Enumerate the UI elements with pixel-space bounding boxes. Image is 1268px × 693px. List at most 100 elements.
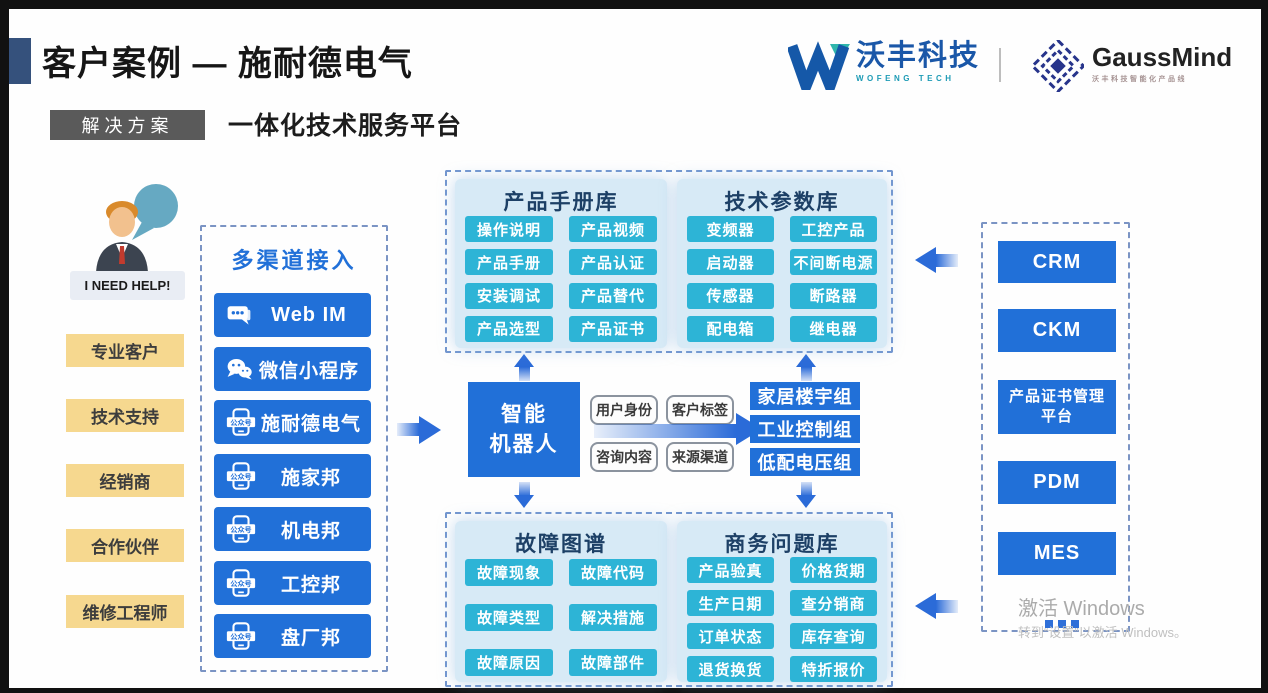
fault-item: 故障代码: [569, 559, 657, 586]
business-item: 订单状态: [687, 623, 774, 649]
windows-activation-watermark-sub: 转到“设置”以激活 Windows。: [1018, 625, 1188, 640]
business-item: 查分销商: [790, 590, 877, 616]
page-title: 客户案例 — 施耐德电气: [42, 45, 413, 83]
role-item: 经销商: [66, 464, 184, 497]
robot-label-line2: 机器人: [489, 432, 559, 456]
windows-activation-watermark: 激活 Windows: [1018, 598, 1145, 620]
svg-text:公众号: 公众号: [230, 525, 251, 534]
frame-bar-bottom: [0, 688, 1268, 693]
logo-divider: [999, 48, 1001, 82]
channel-label: 施耐德电气: [260, 413, 361, 435]
channels-title: 多渠道接入: [231, 248, 357, 273]
arrow-systems-bottom-tail: [936, 600, 958, 613]
systems-panel: CRM CKM 产品证书管理平台 PDM MES: [981, 222, 1130, 632]
tag-customer-label: 客户标签: [666, 395, 734, 425]
channel-wechat-miniprogram: 微信小程序: [214, 347, 371, 391]
wechat-icon: [227, 358, 252, 380]
panel-title: 商务问题库: [724, 533, 840, 556]
tag-source-channel: 来源渠道: [666, 442, 734, 472]
role-item: 专业客户: [66, 334, 184, 367]
svg-text:公众号: 公众号: [230, 632, 251, 641]
tag-consult-content: 咨询内容: [590, 442, 658, 472]
manual-item: 安装调试: [465, 282, 553, 309]
gaussmind-logo: GaussMind 沃丰科技智能化产品线: [1092, 44, 1232, 84]
title-accent-square: [9, 38, 31, 84]
wofeng-w-icon: [788, 41, 850, 90]
channel-label: 施家邦: [280, 467, 341, 489]
wofeng-logo-subtext: WOFENG TECH: [856, 74, 955, 83]
arrow-routing-tail: [594, 424, 736, 438]
panel-title: 故障图谱: [515, 533, 607, 556]
gaussmind-diamond-icon: [1032, 40, 1084, 92]
official-account-icon: 公众号: [226, 569, 256, 597]
svg-text:公众号: 公众号: [230, 418, 251, 427]
fault-item: 故障原因: [465, 649, 553, 676]
frame-bar-left: [0, 0, 9, 693]
manual-item: 产品视频: [569, 216, 657, 242]
channel-label: 工控邦: [280, 574, 341, 596]
business-item: 生产日期: [687, 590, 774, 616]
channel-jidianbang: 公众号 机电邦: [214, 507, 371, 551]
channel-schneider: 公众号 施耐德电气: [214, 400, 371, 444]
param-item: 传感器: [687, 282, 774, 309]
role-item: 维修工程师: [66, 595, 184, 628]
param-item: 变频器: [687, 216, 774, 242]
panel-title: 技术参数库: [724, 191, 840, 214]
role-item: 技术支持: [66, 399, 184, 432]
solution-title: 一体化技术服务平台: [228, 112, 463, 140]
system-crm: CRM: [998, 241, 1116, 283]
fault-map-panel: 故障图谱 故障现象 故障代码 故障类型 解决措施 故障原因 故障部件: [455, 521, 667, 682]
help-label: I NEED HELP!: [70, 271, 185, 300]
channels-panel: 多渠道接入 Web IM 微信小程序: [200, 225, 388, 672]
system-cert-platform: 产品证书管理平台: [998, 380, 1116, 434]
business-item: 价格货期: [790, 557, 877, 583]
manual-item: 产品替代: [569, 282, 657, 309]
channel-label: 盘厂邦: [280, 627, 341, 649]
fault-item: 故障部件: [569, 649, 657, 676]
fault-item: 解决措施: [569, 604, 657, 631]
fault-item: 故障类型: [465, 604, 553, 631]
business-item: 退货换货: [687, 656, 774, 682]
manual-item: 产品证书: [569, 315, 657, 342]
arrow-input-head: [419, 416, 441, 444]
product-manual-panel: 产品手册库 操作说明 产品视频 产品手册 产品认证 安装调试 产品替代 产品选型…: [455, 179, 667, 348]
business-item: 库存查询: [790, 623, 877, 649]
channel-web-im: Web IM: [214, 293, 371, 337]
wofeng-logo: 沃丰科技 WOFENG TECH: [856, 40, 981, 84]
panel-title: 产品手册库: [503, 191, 619, 214]
tag-user-identity: 用户身份: [590, 395, 658, 425]
system-pdm: PDM: [998, 461, 1116, 504]
arrow-up-to-params-tail: [801, 367, 812, 381]
arrow-systems-bottom-head: [915, 593, 936, 619]
business-item: 产品验真: [687, 557, 774, 583]
arrow-systems-top-tail: [936, 254, 958, 267]
param-item: 断路器: [790, 282, 877, 309]
official-account-icon: 公众号: [226, 515, 256, 543]
group-home-building: 家居楼宇组: [750, 382, 860, 410]
official-account-icon: 公众号: [226, 462, 256, 490]
param-item: 不间断电源: [790, 249, 877, 276]
param-item: 启动器: [687, 249, 774, 276]
system-ckm: CKM: [998, 309, 1116, 352]
arrow-down-to-fault-tail: [519, 482, 530, 496]
arrow-down-to-fault-head: [514, 495, 534, 508]
channel-label: 微信小程序: [258, 360, 359, 382]
business-item: 特折报价: [790, 656, 877, 682]
arrow-up-to-manual-head: [514, 354, 534, 367]
official-account-icon: 公众号: [226, 622, 256, 650]
solution-label: 解决方案: [50, 110, 205, 140]
param-item: 继电器: [790, 315, 877, 342]
fault-item: 故障现象: [465, 559, 553, 586]
channel-label: Web IM: [271, 303, 347, 326]
gaussmind-logo-subtext: 沃丰科技智能化产品线: [1092, 76, 1187, 83]
channel-shijiabang: 公众号 施家邦: [214, 454, 371, 498]
wofeng-logo-text: 沃丰科技: [856, 40, 981, 72]
system-mes: MES: [998, 532, 1116, 575]
group-low-voltage: 低配电压组: [750, 448, 860, 476]
arrow-up-to-params-head: [796, 354, 816, 367]
svg-text:公众号: 公众号: [230, 472, 251, 481]
robot-label-line1: 智能: [501, 403, 547, 427]
svg-text:公众号: 公众号: [230, 579, 251, 588]
channel-panchangbang: 公众号 盘厂邦: [214, 614, 371, 658]
